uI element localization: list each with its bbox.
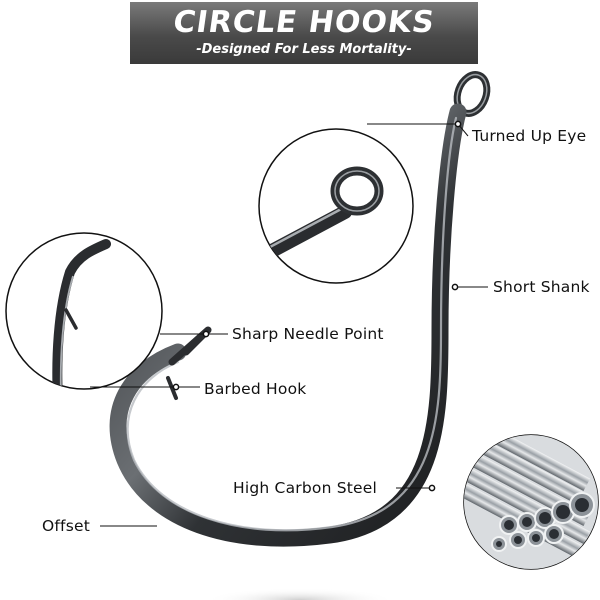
leader-lines [90,123,488,527]
label-short-shank: Short Shank [493,278,590,296]
banner-title: CIRCLE HOOKS [170,5,438,40]
banner-subtitle: -Designed For Less Mortality- [196,42,412,57]
eye-closeup-inset [258,128,414,284]
label-barbed-hook: Barbed Hook [204,380,307,398]
label-high-carbon-steel: High Carbon Steel [233,479,378,497]
title-banner: CIRCLE HOOKS -Designed For Less Mortalit… [130,2,478,64]
leader-dots [172,120,462,492]
dot-barb [172,383,180,391]
circle-hook-icon [109,71,491,547]
steel-tubes-inset [463,434,599,570]
dot-shank [451,283,459,291]
label-turned-up-eye: Turned Up Eye [472,127,587,145]
label-offset: Offset [42,517,91,535]
dot-eye [454,120,462,128]
label-sharp-needle-point: Sharp Needle Point [232,325,384,343]
dot-point [202,330,210,338]
floor-shadow [205,588,395,600]
dot-steel [428,484,436,492]
point-closeup-inset [5,232,163,390]
